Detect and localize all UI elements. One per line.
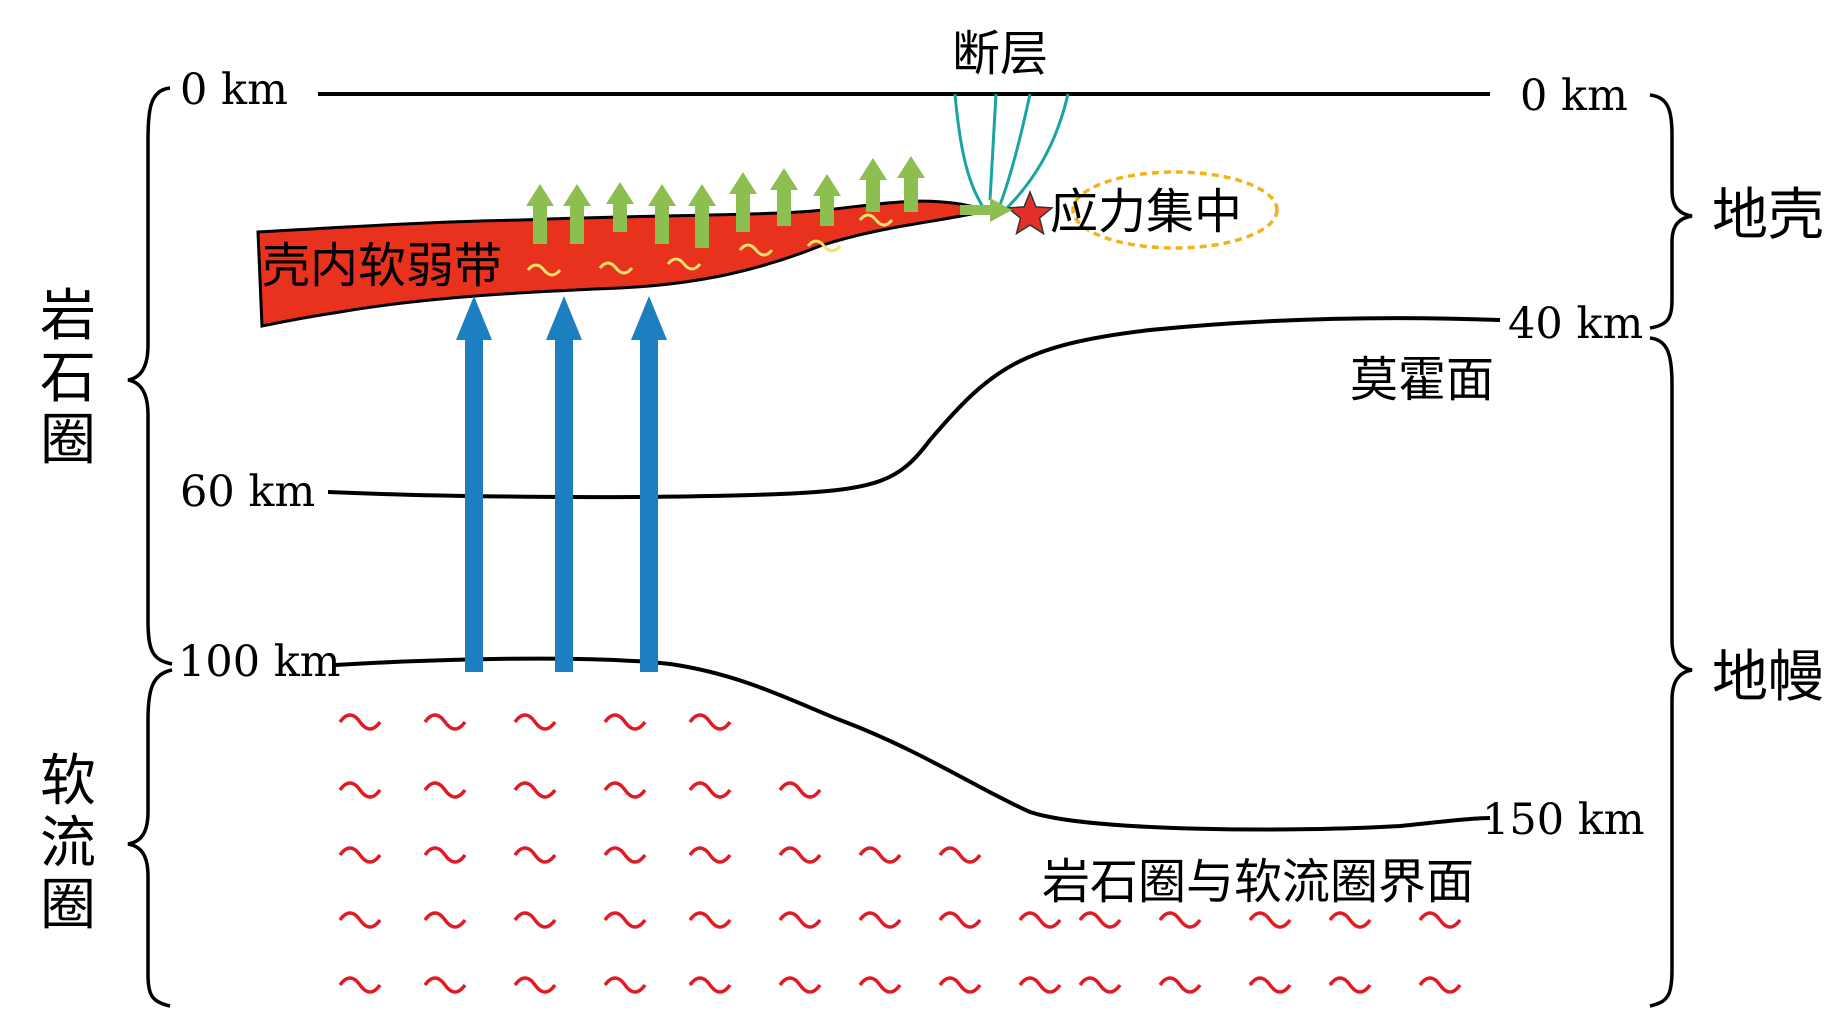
tilde-mark: [423, 976, 467, 994]
green-arrow: [859, 158, 887, 212]
tilde-mark: [1158, 976, 1202, 994]
tilde-mark: [513, 713, 557, 731]
tilde-mark: [1248, 911, 1292, 929]
crust-brace: [1649, 93, 1693, 330]
fault-lines: [953, 93, 1070, 212]
tilde-mark: [513, 781, 557, 799]
tilde-mark: [1158, 911, 1202, 929]
tilde-mark: [1418, 911, 1462, 929]
tilde-mark: [603, 911, 647, 929]
label-fault: 断层: [952, 26, 1048, 82]
tilde-mark: [688, 911, 732, 929]
tilde-mark: [423, 781, 467, 799]
label-lithosphere: 岩 石 圈: [40, 284, 114, 473]
tilde-mark: [938, 976, 982, 994]
tilde-mark: [778, 911, 822, 929]
label-150km: 150 km: [1482, 795, 1645, 845]
asthenosphere-brace: [127, 668, 173, 1008]
green-arrows: [526, 156, 1012, 248]
green-arrow: [729, 172, 757, 232]
green-arrow: [526, 184, 554, 244]
tilde-mark: [858, 846, 902, 864]
green-arrow: [648, 184, 676, 244]
tilde-mark: [603, 713, 647, 731]
blue-arrow: [631, 296, 667, 672]
tilde-mark: [1078, 976, 1122, 994]
label-weak-zone: 壳内软弱带: [262, 238, 502, 294]
tilde-mark: [338, 781, 382, 799]
tilde-mark: [1328, 911, 1372, 929]
tilde-mark: [1018, 976, 1062, 994]
label-stress: 应力集中: [1050, 184, 1242, 240]
tilde-mark: [858, 911, 902, 929]
tilde-mark: [688, 976, 732, 994]
green-arrow-right: [960, 198, 1012, 222]
label-moho: 莫霍面: [1350, 352, 1494, 408]
green-arrow: [606, 182, 634, 232]
green-arrow: [813, 174, 841, 226]
blue-arrow: [456, 296, 492, 672]
label-mantle: 地幔: [1712, 645, 1824, 710]
tilde-mark: [1418, 976, 1462, 994]
green-arrow: [770, 168, 798, 226]
label-100km: 100 km: [178, 637, 341, 687]
tilde-mark: [513, 846, 557, 864]
green-arrow: [688, 184, 716, 248]
blue-arrows: [456, 296, 667, 672]
tilde-mark: [338, 911, 382, 929]
tilde-mark: [688, 846, 732, 864]
tilde-mark: [513, 976, 557, 994]
blue-arrow: [546, 296, 582, 672]
label-lab-interface: 岩石圈与软流圈界面: [1042, 854, 1474, 910]
tilde-mark: [1018, 911, 1062, 929]
mantle-brace: [1649, 336, 1693, 1008]
lithosphere-brace: [127, 86, 173, 666]
lab-line: [334, 656, 1491, 832]
tilde-mark: [938, 846, 982, 864]
tilde-mark: [1328, 976, 1372, 994]
label-40km: 40 km: [1508, 299, 1643, 349]
tilde-mark: [938, 911, 982, 929]
tilde-mark: [423, 713, 467, 731]
tilde-mark: [778, 846, 822, 864]
label-0km-left: 0 km: [180, 65, 288, 115]
weak-zone-tildes: [526, 213, 894, 277]
label-60km: 60 km: [180, 467, 315, 517]
label-0km-right: 0 km: [1520, 71, 1628, 121]
tilde-mark: [338, 846, 382, 864]
tilde-mark: [338, 976, 382, 994]
tilde-mark: [1248, 976, 1292, 994]
green-arrow: [563, 184, 591, 244]
weak-zone-body: [256, 199, 991, 328]
green-arrow: [897, 156, 925, 212]
moho-line: [327, 316, 1501, 500]
tilde-mark: [858, 976, 902, 994]
asthenosphere-tildes: [338, 713, 1462, 994]
tilde-mark: [688, 713, 732, 731]
tilde-mark: [778, 976, 822, 994]
star-icon: [1006, 189, 1054, 236]
tilde-mark: [603, 846, 647, 864]
label-asthenosphere: 软 流 圈: [40, 749, 114, 938]
stress-ellipse: [1071, 170, 1279, 250]
tilde-mark: [338, 713, 382, 731]
label-crust: 地壳: [1712, 183, 1824, 248]
tilde-mark: [778, 781, 822, 799]
tilde-mark: [688, 781, 732, 799]
tilde-mark: [1078, 911, 1122, 929]
tilde-mark: [423, 911, 467, 929]
tilde-mark: [603, 976, 647, 994]
tilde-mark: [513, 911, 557, 929]
tilde-mark: [603, 781, 647, 799]
tilde-mark: [423, 846, 467, 864]
